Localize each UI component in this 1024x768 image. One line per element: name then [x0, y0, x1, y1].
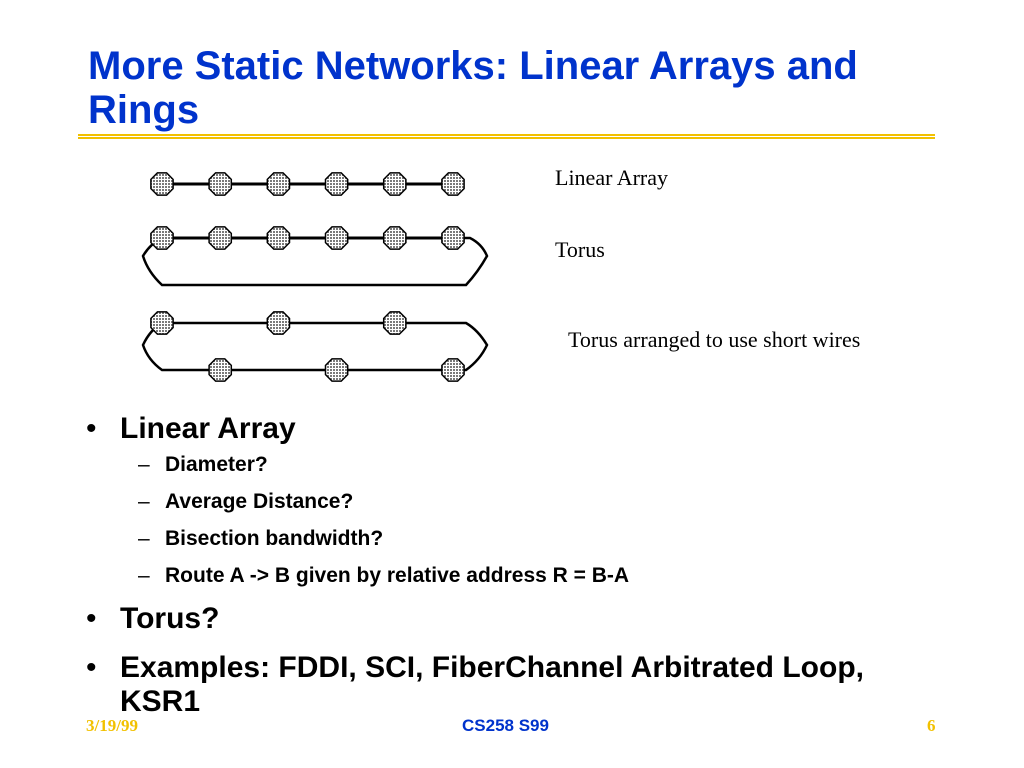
folded-torus-node [324, 358, 349, 382]
dash-marker: – [138, 453, 150, 476]
linear-array-node [382, 172, 407, 196]
folded-torus-node [382, 311, 407, 335]
network-diagram [141, 172, 489, 382]
folded-torus-node [150, 311, 174, 335]
title-underline [78, 134, 935, 139]
sub-bullet-text: Route A -> B given by relative address R… [165, 564, 630, 587]
bullet-linear-array: • Linear Array [86, 412, 906, 446]
bullet-marker: • [86, 412, 97, 445]
dash-marker: – [138, 564, 150, 587]
sub-bullet-bisection-bandwidth: – Bisection bandwidth? [86, 526, 906, 552]
dash-marker: – [138, 527, 150, 550]
bullet-torus: • Torus? [86, 602, 906, 636]
torus-node [382, 226, 407, 250]
sub-bullet-route: – Route A -> B given by relative address… [86, 563, 906, 589]
torus-wraparound-link [141, 236, 489, 287]
sub-bullet-text: Bisection bandwidth? [165, 527, 384, 550]
linear-array-diagram [150, 172, 465, 196]
folded-torus-ring [141, 321, 489, 372]
torus-diagram [141, 226, 489, 287]
linear-array-node [441, 172, 465, 196]
linear-array-node [324, 172, 349, 196]
bullet-list: • Linear Array – Diameter? – Average Dis… [86, 412, 906, 719]
sub-bullet-text: Diameter? [165, 453, 268, 476]
folded-torus-diagram [141, 311, 489, 382]
label-linear-array: Linear Array [555, 165, 668, 190]
bullet-text: Torus? [120, 602, 220, 635]
bullet-text: Linear Array [120, 412, 296, 445]
bullet-marker: • [86, 651, 97, 684]
torus-node [441, 226, 465, 250]
folded-torus-node [441, 358, 465, 382]
sub-bullet-average-distance: – Average Distance? [86, 489, 906, 515]
sub-bullet-diameter: – Diameter? [86, 452, 906, 478]
slide-title: More Static Networks: Linear Arrays and … [88, 44, 858, 132]
bullet-marker: • [86, 602, 97, 635]
dash-marker: – [138, 490, 150, 513]
linear-array-node [208, 172, 233, 196]
folded-torus-node [208, 358, 233, 382]
torus-node [324, 226, 349, 250]
label-torus-short-wires: Torus arranged to use short wires [568, 327, 861, 352]
bullet-text: Examples: FDDI, SCI, FiberChannel Arbitr… [120, 651, 864, 718]
bullet-examples: • Examples: FDDI, SCI, FiberChannel Arbi… [86, 651, 906, 719]
folded-torus-node [266, 311, 291, 335]
sub-bullet-text: Average Distance? [165, 490, 354, 513]
torus-node [266, 226, 291, 250]
linear-array-node [150, 172, 174, 196]
footer-date: 3/19/99 [86, 716, 138, 735]
page-number: 6 [927, 716, 936, 735]
torus-node [150, 226, 174, 250]
footer-course: CS258 S99 [462, 716, 549, 735]
linear-array-node [266, 172, 291, 196]
torus-node [208, 226, 233, 250]
label-torus: Torus [555, 237, 605, 262]
